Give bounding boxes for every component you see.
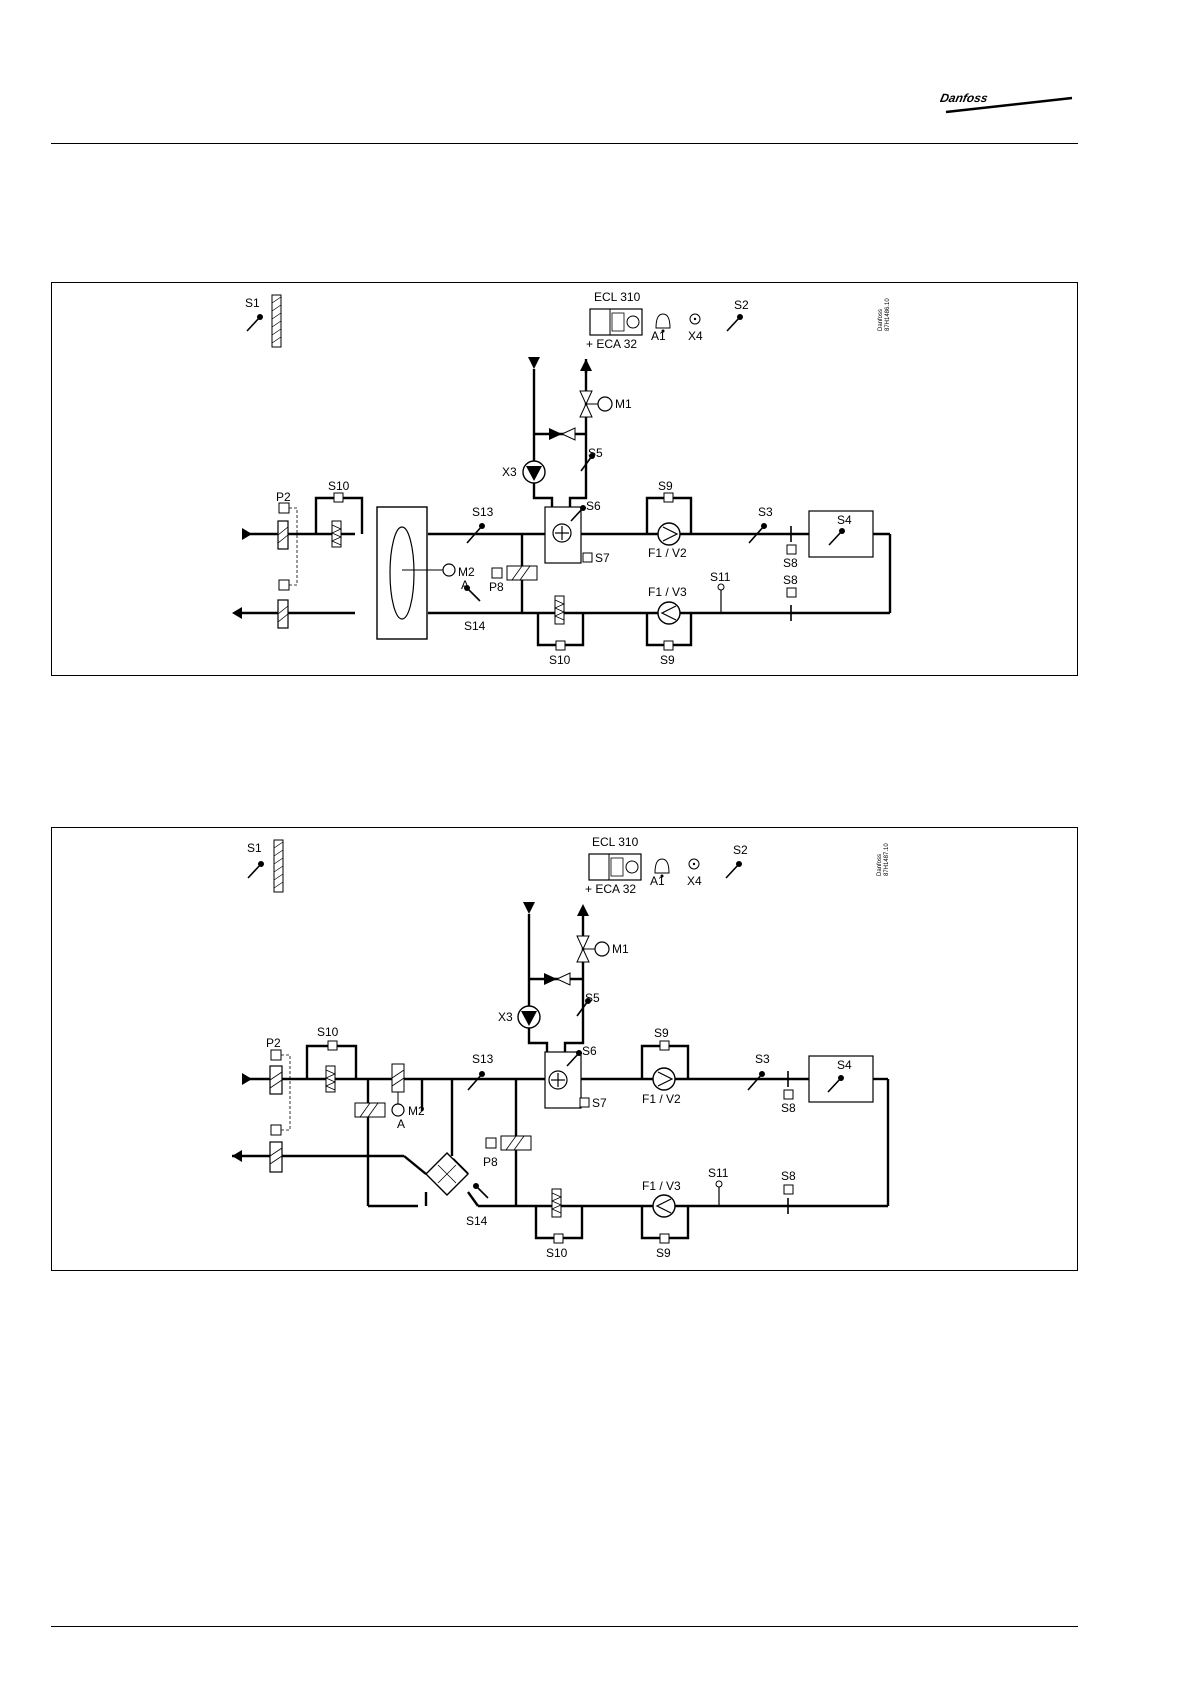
label-a: A [461,578,469,592]
label-s1: S1 [245,296,260,310]
label-s1: S1 [247,841,262,855]
filter-icon [270,1066,282,1094]
label-m2: M2 [408,1104,425,1118]
label-f1v2: F1 / V2 [642,1092,681,1106]
label-code-2: 87H1487.10 [884,843,890,876]
filter-icon [278,521,288,549]
label-x4: X4 [687,874,702,888]
diagram-1: S1 ECL 310 + ECA 32 A1 X4 S2 Danfoss 87H… [51,282,1078,676]
label-a1: A1 [650,874,665,888]
footer-rule [51,1626,1078,1627]
label-a1: A1 [651,329,666,343]
label-p8: P8 [489,580,504,594]
label-s8-bottom: S8 [781,1169,796,1183]
diagram-2: S1 ECL 310 + ECA 32 A1 X4 S2 Danfoss 87H… [51,827,1078,1271]
label-s10-top: S10 [317,1025,339,1039]
label-s14: S14 [464,619,486,633]
label-code-1: Danfoss [878,309,884,331]
alarm-bell-icon [655,859,669,873]
label-ecl: ECL 310 [594,290,641,304]
label-s3: S3 [755,1052,770,1066]
label-m1: M1 [615,397,632,411]
label-ecl: ECL 310 [592,835,639,849]
label-s2: S2 [733,843,748,857]
label-x4: X4 [688,329,703,343]
label-s13: S13 [472,505,494,519]
label-a: A [397,1117,405,1131]
label-s8-top: S8 [783,556,798,570]
danfoss-logo: Danfoss [940,62,1080,122]
label-s7: S7 [592,1096,607,1110]
label-s6: S6 [582,1044,597,1058]
label-code-1: Danfoss [877,854,883,876]
header-rule [51,143,1078,144]
diagram-2-svg: S1 ECL 310 + ECA 32 A1 X4 S2 Danfoss 87H… [52,828,1079,1272]
label-m1: M1 [612,942,629,956]
label-s9-bottom: S9 [660,653,675,667]
label-s9-top: S9 [654,1026,669,1040]
label-s3: S3 [758,505,773,519]
label-s4: S4 [837,1058,852,1072]
label-s2: S2 [734,298,749,312]
label-f1v3: F1 / V3 [648,585,687,599]
label-p8: P8 [483,1155,498,1169]
label-f1v2: F1 / V2 [648,546,687,560]
label-s5: S5 [588,446,603,460]
label-s13: S13 [472,1052,494,1066]
label-s5: S5 [585,991,600,1005]
label-s10-top: S10 [328,479,350,493]
label-s8-top: S8 [781,1101,796,1115]
diagram-1-svg: S1 ECL 310 + ECA 32 A1 X4 S2 Danfoss 87H… [52,283,1079,677]
valve-icon [577,936,589,949]
label-s7: S7 [595,551,610,565]
valve-icon [580,391,592,404]
label-eca: + ECA 32 [585,882,636,896]
label-x3: X3 [498,1010,513,1024]
label-f1v3: F1 / V3 [642,1179,681,1193]
label-s11: S11 [710,570,731,584]
label-p2: P2 [276,490,291,504]
label-s10-bottom: S10 [546,1246,568,1260]
label-s10-bottom: S10 [549,653,571,667]
label-s6: S6 [586,499,601,513]
label-s11: S11 [708,1166,729,1180]
label-x3: X3 [502,465,517,479]
label-eca: + ECA 32 [586,337,637,351]
label-s14: S14 [466,1214,488,1228]
label-code-2: 87H1486.10 [885,298,891,331]
alarm-bell-icon [656,314,670,328]
svg-text:Danfoss: Danfoss [940,91,989,105]
label-p2: P2 [266,1036,281,1050]
label-s8-bottom: S8 [783,573,798,587]
label-m2: M2 [458,565,475,579]
label-s4: S4 [837,513,852,527]
label-s9-bottom: S9 [656,1246,671,1260]
label-s9-top: S9 [658,479,673,493]
